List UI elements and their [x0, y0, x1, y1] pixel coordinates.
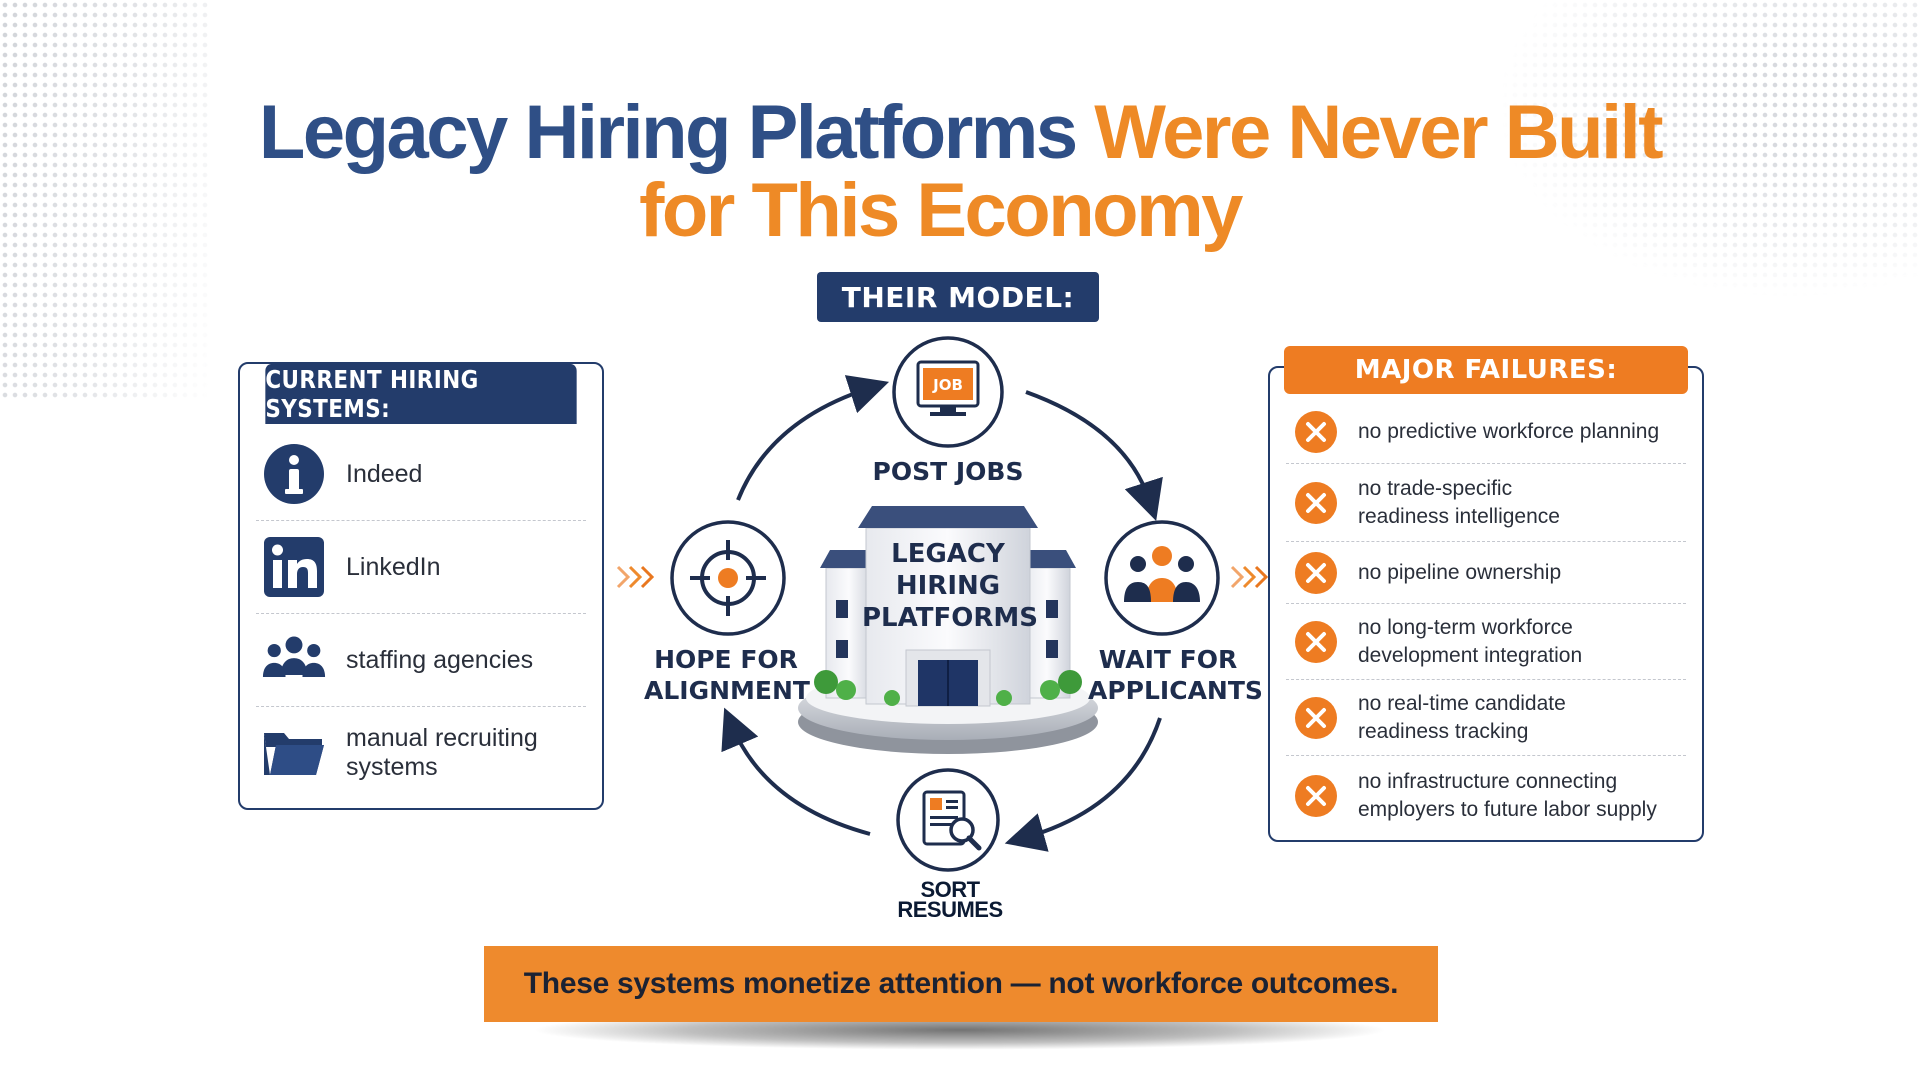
list-item: no predictive workforce planning [1286, 400, 1686, 464]
failure-text: no trade-specific readiness intelligence [1358, 476, 1560, 528]
applicants-node [1104, 520, 1220, 636]
list-item: staffing agencies [256, 614, 586, 707]
folder-icon [262, 721, 326, 785]
close-circle-icon [1295, 620, 1337, 663]
list-item: no infrastructure connecting employers t… [1286, 756, 1686, 836]
close-circle-icon [1295, 775, 1337, 817]
title-part-orange: Were Never Built [1094, 90, 1663, 175]
list-item: LinkedIn [256, 521, 586, 614]
step-hope-for-alignment: HOPE FOR ALIGNMENT [644, 645, 810, 705]
post-jobs-node [892, 336, 1004, 448]
summary-banner: These systems monetize attention — not w… [484, 946, 1438, 1022]
failure-text: no predictive workforce planning [1358, 419, 1660, 443]
title-line-2: for This Economy [639, 168, 1243, 253]
step-post-jobs: POST JOBS [872, 457, 1024, 486]
system-label: manual recruiting systems [346, 724, 538, 781]
info-icon [262, 442, 326, 506]
list-item: manual recruiting systems [256, 707, 586, 799]
cycle-arrow [736, 375, 890, 501]
major-failures-list: no predictive workforce planning no trad… [1286, 400, 1686, 836]
chevron-right-icon [616, 565, 655, 589]
current-hiring-systems-header: CURRENT HIRING SYSTEMS: [265, 364, 577, 424]
close-circle-icon [1295, 481, 1337, 524]
list-item: Indeed [256, 428, 586, 521]
failure-text: no real-time candidate readiness trackin… [1358, 691, 1566, 743]
legacy-platforms-label: LEGACY HIRING PLATFORMS [862, 539, 1038, 633]
major-failures-header: MAJOR FAILURES: [1284, 346, 1688, 394]
failure-text: no long-term workforce development integ… [1358, 615, 1583, 667]
background-dot-pattern-left [0, 0, 210, 400]
failure-text: no infrastructure connecting employers t… [1358, 770, 1657, 821]
linkedin-icon [262, 535, 326, 599]
system-label: Indeed [346, 459, 423, 488]
list-item: no trade-specific readiness intelligence [1286, 464, 1686, 542]
title-part-navy: Legacy Hiring Platforms [258, 90, 1078, 175]
major-failures-panel [1268, 366, 1704, 842]
cycle-arrow [1025, 390, 1163, 522]
job-sign-text: JOB [932, 376, 963, 394]
their-model-header: THEIR MODEL: [817, 272, 1099, 322]
background-world-map-dots [1400, 0, 1920, 300]
page-title: Legacy Hiring Platforms Were Never Built… [0, 94, 1920, 250]
legacy-building-illustration [798, 506, 1098, 754]
target-node [670, 520, 786, 636]
close-circle-icon [1295, 410, 1337, 453]
chevron-right-icon [1230, 565, 1269, 589]
step-wait-for-applicants: WAIT FOR APPLICANTS [1088, 645, 1263, 705]
system-label: LinkedIn [346, 552, 441, 581]
sort-resumes-node [896, 768, 1000, 872]
step-sort-resumes: SORT RESUMES [897, 877, 1003, 922]
cycle-arrow [721, 707, 871, 836]
close-circle-icon [1295, 696, 1337, 739]
current-hiring-systems-panel: CURRENT HIRING SYSTEMS: Indeed LinkedIn … [238, 362, 604, 810]
people-group-icon [262, 628, 326, 692]
list-item: no long-term workforce development integ… [1286, 604, 1686, 680]
system-label: staffing agencies [346, 645, 534, 674]
close-circle-icon [1295, 551, 1337, 594]
cycle-arrow [1004, 717, 1162, 852]
list-item: no pipeline ownership [1286, 542, 1686, 604]
failure-text: no pipeline ownership [1358, 560, 1562, 584]
list-item: no real-time candidate readiness trackin… [1286, 680, 1686, 756]
